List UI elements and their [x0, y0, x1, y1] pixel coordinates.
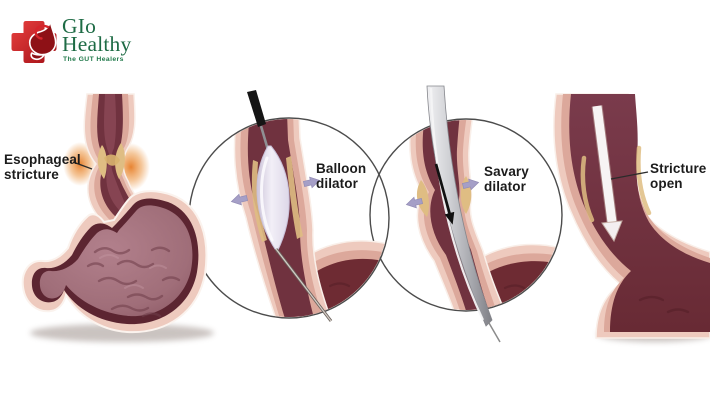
- stomach-glyph-icon: [28, 21, 57, 61]
- label-stricture-open: Stricture open: [650, 161, 707, 191]
- panel-stricture-open: [553, 93, 710, 342]
- stricture-scar-tissue: [97, 145, 107, 179]
- savary-dilator-rod: [426, 85, 493, 327]
- label-esophageal-stricture: Esophageal stricture: [4, 152, 81, 182]
- gio-healthy-logo: GIo Healthy The GUT Healers: [0, 0, 200, 80]
- label-savary-dilator: Savary dilator: [484, 164, 529, 194]
- brand-line2: Healthy: [62, 32, 132, 56]
- healed-stricture-site: [580, 155, 595, 223]
- insertion-direction-arrow: [434, 163, 455, 225]
- brand-tagline: The GUT Healers: [63, 56, 124, 63]
- guide-wire: [488, 322, 501, 343]
- dilation-arrows-icon: [230, 176, 321, 206]
- brand-name: GIo Healthy: [62, 14, 132, 56]
- panel-esophageal-stricture: [21, 93, 214, 342]
- label-balloon-dilator: Balloon dilator: [316, 161, 367, 191]
- label-pointer-lines: [72, 161, 649, 180]
- dilation-arrows-icon: [405, 178, 480, 209]
- balloon-dilator-view: [230, 90, 388, 322]
- balloon-catheter: [247, 90, 266, 127]
- stomach-rugae-texture: [86, 246, 181, 318]
- logo-cross-stomach-icon: [11, 21, 57, 63]
- open-passage-arrow: [592, 105, 617, 223]
- brand-line1: GIo: [62, 14, 97, 38]
- magnifier-circle-2: [369, 118, 563, 312]
